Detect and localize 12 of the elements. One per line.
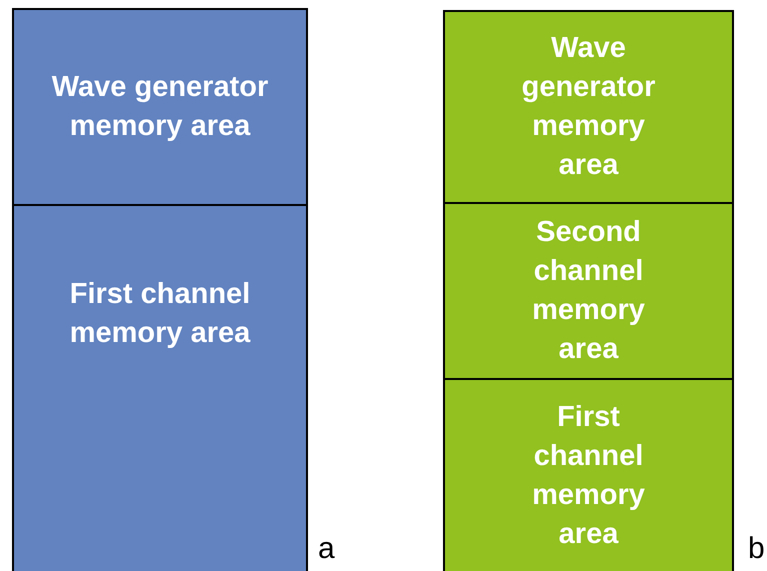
block-label: Wave generator memory area xyxy=(520,31,656,183)
memory-block xyxy=(443,378,734,571)
block-label: Wave generator memory area xyxy=(50,70,270,144)
memory-block xyxy=(443,10,734,204)
memory-block xyxy=(12,204,308,571)
panel-letter: b xyxy=(748,532,765,566)
memory-block xyxy=(12,8,308,206)
block-label: Second channel memory area xyxy=(531,215,646,367)
panel-letter: a xyxy=(318,532,335,566)
block-label: First channel memory area xyxy=(531,400,646,552)
block-label: First channel memory area xyxy=(68,277,252,351)
memory-block xyxy=(443,202,734,380)
